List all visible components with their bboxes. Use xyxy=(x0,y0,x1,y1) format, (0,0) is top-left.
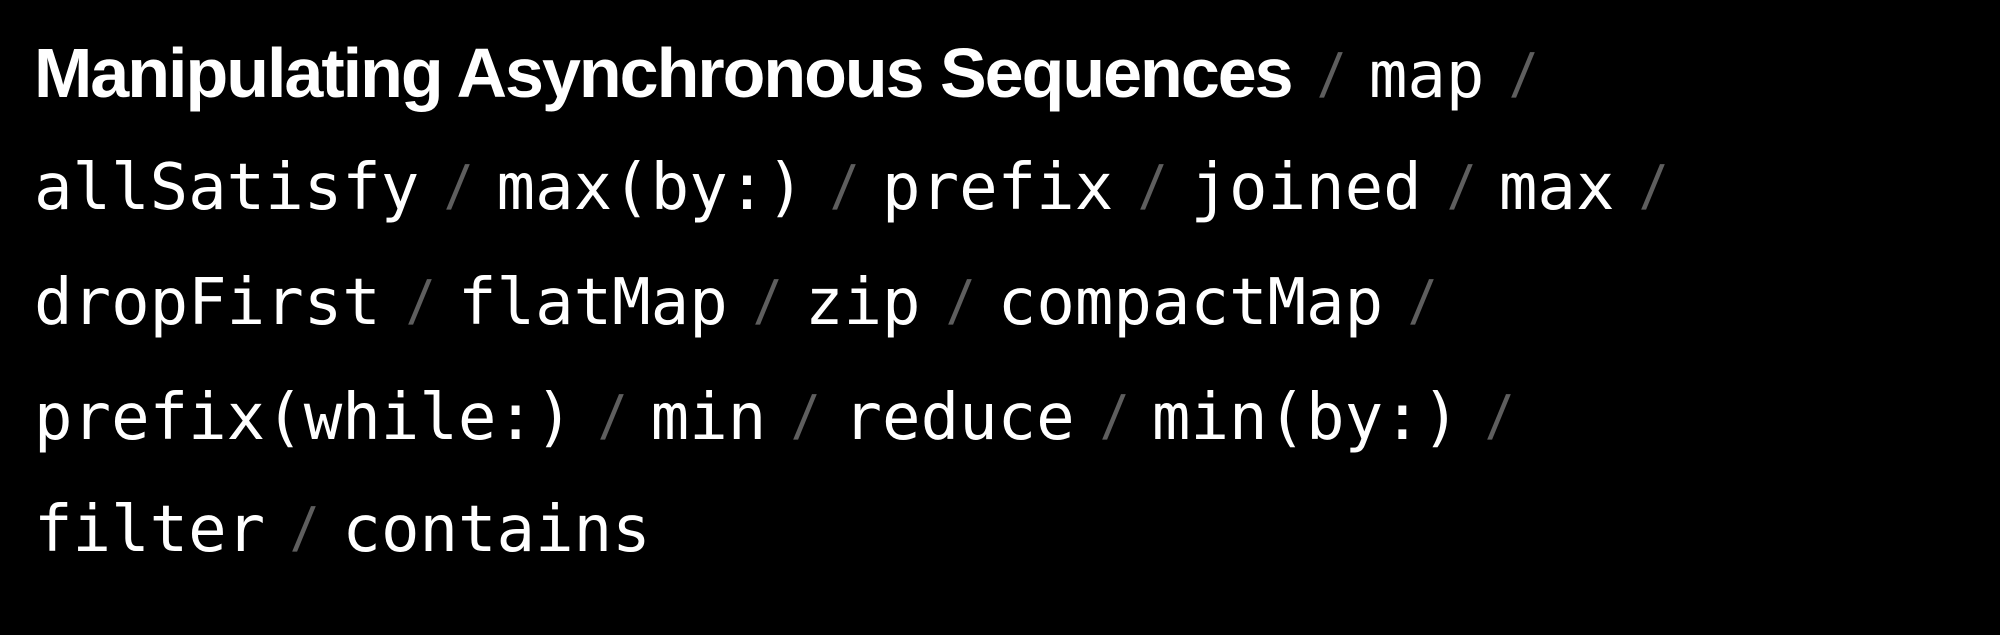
operation-zip: zip xyxy=(804,266,921,340)
separator: / xyxy=(945,269,973,338)
separator: / xyxy=(752,269,780,338)
line-3: dropFirst / flatMap / zip / compactMap / xyxy=(34,269,1435,338)
separator: / xyxy=(290,496,318,565)
operation-flatmap: flatMap xyxy=(458,266,728,340)
operation-contains: contains xyxy=(342,493,651,567)
operation-dropfirst: dropFirst xyxy=(34,266,381,340)
operation-allsatisfy: allSatisfy xyxy=(34,151,420,225)
operation-compactmap: compactMap xyxy=(997,266,1384,340)
operation-joined: joined xyxy=(1190,151,1422,225)
operation-min-by: min(by:) xyxy=(1151,381,1461,455)
separator: / xyxy=(830,154,857,223)
line-2: allSatisfy / max(by:) / prefix / joined / max / xyxy=(34,154,1667,223)
separator: / xyxy=(791,384,819,453)
separator: / xyxy=(444,154,472,223)
line-4: prefix(while:) / min / reduce / min(by:) / xyxy=(34,384,1512,453)
separator: / xyxy=(1639,154,1667,223)
operation-filter: filter xyxy=(34,493,266,567)
operation-reduce: reduce xyxy=(843,381,1075,455)
separator: / xyxy=(1446,154,1474,223)
line-5: filter / contains xyxy=(34,496,651,565)
operation-min: min xyxy=(650,381,767,455)
separator: / xyxy=(1099,384,1127,453)
operation-map: map xyxy=(1368,39,1485,113)
operation-prefix-while: prefix(while:) xyxy=(34,381,574,455)
separator: / xyxy=(1509,42,1537,111)
separator: / xyxy=(1485,384,1513,453)
separator: / xyxy=(406,269,433,338)
line-1: Manipulating Asynchronous Sequences/map/ xyxy=(34,38,1537,111)
operation-max: max xyxy=(1498,151,1615,225)
operation-max-by: max(by:) xyxy=(496,151,805,225)
slide-title: Manipulating Asynchronous Sequences xyxy=(34,34,1294,112)
separator: / xyxy=(1408,269,1436,338)
separator: / xyxy=(598,384,626,453)
separator: / xyxy=(1138,154,1166,223)
separator: / xyxy=(1316,42,1344,111)
operation-prefix: prefix xyxy=(882,151,1114,225)
